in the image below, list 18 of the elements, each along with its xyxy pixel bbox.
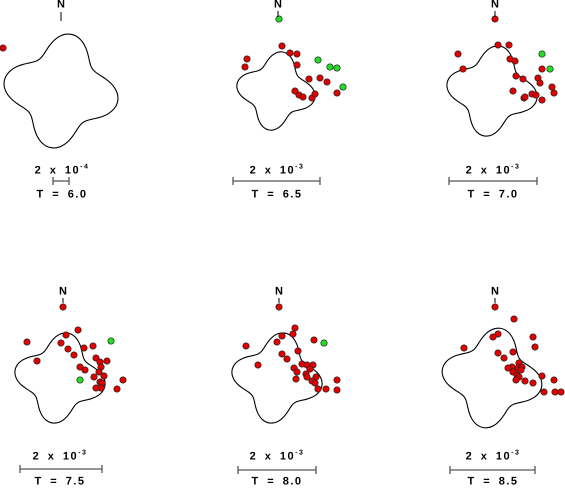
north-label: N bbox=[275, 286, 283, 298]
time-label: T = 6.0 bbox=[36, 190, 88, 200]
north-label: N bbox=[59, 286, 67, 298]
scale-label: 2 x 10$^{-3}$ bbox=[466, 164, 520, 176]
scale-label: 2 x 10$^{-3}$ bbox=[250, 164, 304, 176]
north-label: N bbox=[491, 286, 499, 298]
time-label: T = 7.5 bbox=[34, 476, 86, 488]
time-label: T = 8.0 bbox=[251, 476, 303, 488]
time-label: T = 7.0 bbox=[467, 190, 519, 200]
north-label: N bbox=[274, 0, 282, 10]
time-label: T = 6.5 bbox=[251, 190, 303, 200]
scale-label: 2 x 10$^{-3}$ bbox=[466, 450, 520, 462]
time-label: T = 8.5 bbox=[467, 476, 519, 488]
north-label: N bbox=[57, 0, 65, 10]
scale-label: 2 x 10$^{-4}$ bbox=[34, 164, 90, 176]
scale-label: 2 x 10$^{-3}$ bbox=[250, 450, 304, 462]
north-label: N bbox=[491, 0, 499, 10]
scale-label: 2 x 10$^{-3}$ bbox=[32, 450, 88, 462]
